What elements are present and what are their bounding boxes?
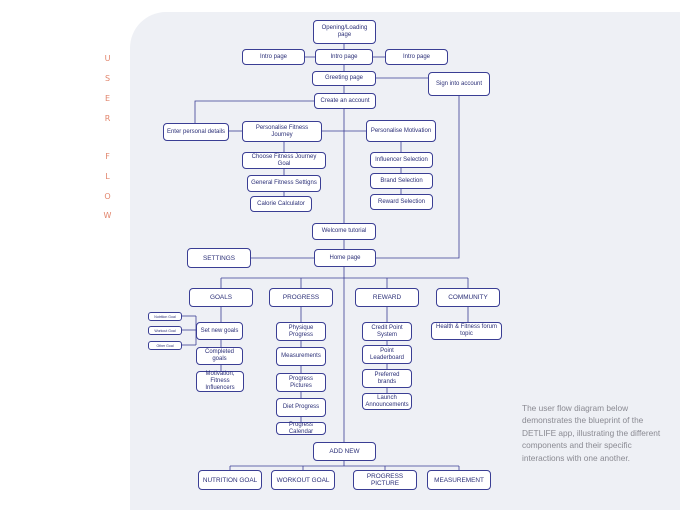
intro-page-left-node: Intro page [242, 49, 305, 65]
calorie-calculator-node: Calorie Calculator [250, 196, 312, 212]
workout-goal-small-node: Workout Goal [148, 326, 182, 335]
motivation-influencers-node: Motivation, Fitness Influencers [196, 371, 244, 392]
point-leaderboard-node: Point Leaderboard [362, 345, 412, 364]
add-new-node: ADD NEW [313, 442, 376, 461]
home-page-node: Home page [314, 249, 376, 267]
brand-selection-node: Brand Selection [370, 173, 433, 189]
side-title-letter: L [105, 172, 111, 181]
progress-pictures-node: Progress Pictures [276, 373, 326, 392]
progress-picture-node: PROGRESS PICTURE [353, 470, 417, 490]
intro-page-right-node: Intro page [385, 49, 448, 65]
greeting-page-node: Greeting page [312, 71, 376, 86]
side-title-letter: S [104, 74, 112, 83]
completed-goals-node: Completed goals [196, 347, 243, 365]
goals-node: GOALS [189, 288, 253, 307]
personalise-motivation-node: Personalise Motivation [366, 120, 436, 142]
measurements-node: Measurements [276, 347, 326, 366]
nutrition-goal-small-node: Nutrition Goal [148, 312, 182, 321]
welcome-tutorial-node: Welcome tutorial [312, 223, 376, 240]
side-title-letter: E [104, 94, 112, 103]
side-title-letter: W [103, 211, 113, 220]
create-account-node: Create an account [314, 93, 376, 109]
side-title-letter: U [104, 54, 112, 63]
reward-selection-node: Reward Selection [370, 194, 433, 210]
side-title-letter: R [104, 114, 112, 123]
physique-progress-node: Physique Progress [276, 322, 326, 341]
enter-details-node: Enter personal details [163, 123, 229, 141]
reward-node: REWARD [355, 288, 419, 307]
nutrition-goal-node: NUTRITION GOAL [198, 470, 262, 490]
journey-goal-node: Choose Fitness Journey Goal [242, 152, 326, 169]
workout-goal-node: WORKOUT GOAL [271, 470, 335, 490]
credit-point-system-node: Credit Point System [362, 322, 412, 341]
side-title-letter: O [104, 192, 112, 201]
progress-calendar-node: Progress Calendar [276, 422, 326, 435]
other-goal-small-node: Other Goal [148, 341, 182, 350]
side-title-letter: F [105, 152, 111, 161]
sign-in-node: Sign into account [428, 72, 490, 96]
preferred-brands-node: Preferred brands [362, 369, 412, 388]
general-settings-node: General Fitness Settigns [247, 175, 321, 192]
measurement-node: MEASUREMENT [427, 470, 491, 490]
intro-page-mid-node: Intro page [315, 49, 373, 65]
settings-node: SETTINGS [187, 248, 251, 268]
influencer-selection-node: Influencer Selection [370, 152, 433, 168]
diagram-caption: The user flow diagram below demonstrates… [522, 403, 661, 463]
progress-node: PROGRESS [269, 288, 333, 307]
community-node: COMMUNITY [436, 288, 500, 307]
diet-progress-node: Diet Progress [276, 398, 326, 417]
set-new-goals-node: Set new goals [196, 322, 243, 340]
health-forum-node: Health & Fitness forum topic [431, 322, 502, 340]
opening-loading-node: Opening/Loading page [313, 20, 376, 44]
personalise-journey-node: Personalise Fitness Journey [242, 121, 322, 142]
launch-announcements-node: Launch Announcements [362, 393, 412, 410]
